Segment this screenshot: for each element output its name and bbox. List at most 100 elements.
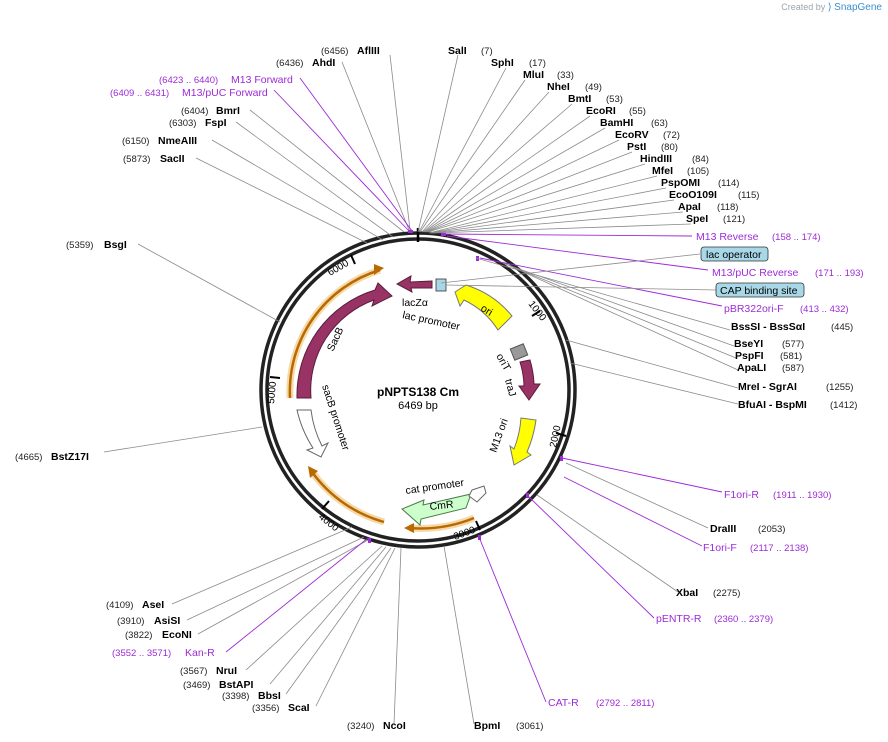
feature-box-leaders [440, 253, 717, 291]
tick-mark-2000 [555, 432, 567, 437]
leader-apaI [431, 211, 684, 234]
orit-feature[interactable] [509, 343, 529, 361]
pos-hindiii: (84) [692, 154, 709, 165]
enzyme-ncoI[interactable]: NcoI [383, 720, 406, 732]
primer-m13-forward[interactable]: M13 Forward [231, 74, 293, 86]
leader-pbr322 [479, 257, 723, 307]
enzyme-xbaI[interactable]: XbaI [676, 587, 698, 599]
enzyme-apaI[interactable]: ApaI [678, 201, 701, 213]
marker-m13-forward [408, 230, 413, 233]
orange-arcs [286, 264, 476, 533]
tick-mark-6000 [350, 254, 356, 265]
pos-scaI: (3356) [252, 703, 279, 714]
primer-kan-r[interactable]: Kan-R [185, 647, 215, 659]
leader-nheI [421, 91, 550, 233]
enzyme-bstz17I[interactable]: BstZ17I [51, 451, 89, 463]
sacb-feature[interactable] [296, 282, 393, 399]
primer-f1ori-f[interactable]: F1ori-F [703, 542, 737, 554]
laczalpha-label: lacZα [402, 297, 428, 309]
primer-m13-reverse[interactable]: M13 Reverse [696, 231, 759, 243]
enzyme-pspfi[interactable]: PspFI [735, 350, 764, 362]
enzyme-aseI[interactable]: AseI [142, 599, 164, 611]
enzyme-bseyi[interactable]: BseYI [734, 338, 763, 350]
enzyme-bpmI[interactable]: BpmI [474, 720, 500, 732]
primer-cat-r[interactable]: CAT-R [548, 697, 579, 709]
enzyme-bstapi[interactable]: BstAPI [219, 679, 254, 691]
pos-m13puc-reverse: (171 .. 193) [815, 268, 864, 279]
ori-feature[interactable] [454, 284, 513, 331]
m13-ori-feature[interactable] [509, 417, 537, 466]
pos-m13puc-forward: (6409 .. 6431) [110, 88, 169, 99]
cap-binding-site-box[interactable] [715, 282, 805, 298]
enzyme-bmtI[interactable]: BmtI [568, 93, 591, 105]
enzyme-ahdI[interactable]: AhdI [312, 57, 335, 69]
enzyme-econI[interactable]: EcoNI [162, 629, 192, 641]
enzyme-asisi[interactable]: AsiSI [154, 615, 180, 627]
leader-f1ori-r [561, 457, 723, 493]
pos-xbaI: (2275) [713, 588, 740, 599]
tick-mark-3000 [475, 520, 481, 531]
cat-promoter-label: cat promoter [405, 477, 466, 497]
kan-orange-arc [310, 471, 385, 524]
leader-pspomi [429, 187, 667, 234]
enzyme-scaI[interactable]: ScaI [288, 702, 310, 714]
enzyme-eco0109I[interactable]: EcoO109I [669, 189, 717, 201]
primer-f1ori-r[interactable]: F1ori-R [724, 489, 759, 501]
enzyme-mfeI[interactable]: MfeI [652, 165, 673, 177]
pos-nmeaiii: (6150) [122, 136, 149, 147]
enzyme-draiii[interactable]: DraIII [710, 523, 736, 535]
enzyme-pstI[interactable]: PstI [627, 141, 646, 153]
enzyme-fspI[interactable]: FspI [205, 117, 227, 129]
leader-nruI [245, 545, 383, 671]
pos-ecori: (55) [629, 106, 646, 117]
leader-mfeI [428, 175, 658, 234]
leader-lac-operator [440, 253, 701, 284]
cmr-feature[interactable] [401, 493, 472, 526]
enzyme-bmrI[interactable]: BmrI [216, 105, 240, 117]
enzyme-hindiii[interactable]: HindIII [640, 153, 672, 165]
sacb-promoter-feature[interactable] [296, 409, 330, 458]
pos-speI: (121) [723, 214, 745, 225]
enzyme-sacII[interactable]: SacII [160, 153, 185, 165]
enzyme-bsssi[interactable]: BssSI - BssSαI [731, 321, 805, 333]
primer-pentr-r[interactable]: pENTR-R [656, 613, 702, 625]
enzyme-nruI[interactable]: NruI [216, 665, 237, 677]
pos-bstz17I: (4665) [15, 452, 42, 463]
pos-draiii: (2053) [758, 524, 785, 535]
leader-asisi [186, 536, 365, 621]
tick-label-2000: 2000 [548, 424, 563, 448]
enzyme-mluI[interactable]: MluI [523, 69, 544, 81]
enzyme-speI[interactable]: SpeI [686, 213, 708, 225]
traj-feature[interactable] [518, 359, 541, 401]
pos-apaI: (118) [717, 202, 738, 213]
enzyme-nmeaiii[interactable]: NmeAIII [158, 135, 197, 147]
enzyme-salI[interactable]: SalI [448, 45, 467, 57]
enzyme-bamhi[interactable]: BamHI [600, 117, 633, 129]
primer-m13puc-forward[interactable]: M13/pUC Forward [182, 87, 268, 99]
pos-mfeI: (105) [687, 166, 709, 177]
pos-bsssi: (445) [831, 322, 853, 333]
primer-m13puc-reverse[interactable]: M13/pUC Reverse [712, 267, 799, 279]
brand-prefix: Created by [781, 2, 826, 12]
cat-promoter-feature[interactable] [468, 485, 487, 503]
enzyme-nheI[interactable]: NheI [547, 81, 570, 93]
enzyme-pspomi[interactable]: PspOMI [661, 177, 700, 189]
orit-label: oriT [493, 352, 513, 374]
lac-promoter-label: lac promoter [401, 309, 461, 333]
enzyme-sphI[interactable]: SphI [491, 57, 514, 69]
enzyme-ecori[interactable]: EcoRI [586, 105, 616, 117]
enzyme-bfuai[interactable]: BfuAI - BspMI [738, 399, 807, 411]
laczalpha-feature[interactable] [395, 275, 433, 293]
enzyme-aflIII[interactable]: AflIII [357, 45, 380, 57]
leader-sphI [418, 67, 507, 233]
leader-kan-r [225, 537, 369, 653]
lac-operator-box[interactable] [700, 246, 769, 262]
enzyme-apali[interactable]: ApaLI [737, 362, 766, 374]
enzyme-mreI[interactable]: MreI - SgrAI [738, 381, 797, 393]
pos-fspI: (6303) [169, 118, 196, 129]
pos-bmtI: (53) [606, 94, 623, 105]
enzyme-bsgI[interactable]: BsgI [104, 239, 127, 251]
primer-pbr322ori-f[interactable]: pBR322ori-F [724, 303, 784, 315]
enzyme-ecorv[interactable]: EcoRV [615, 129, 649, 141]
enzyme-bbsI[interactable]: BbsI [258, 690, 281, 702]
